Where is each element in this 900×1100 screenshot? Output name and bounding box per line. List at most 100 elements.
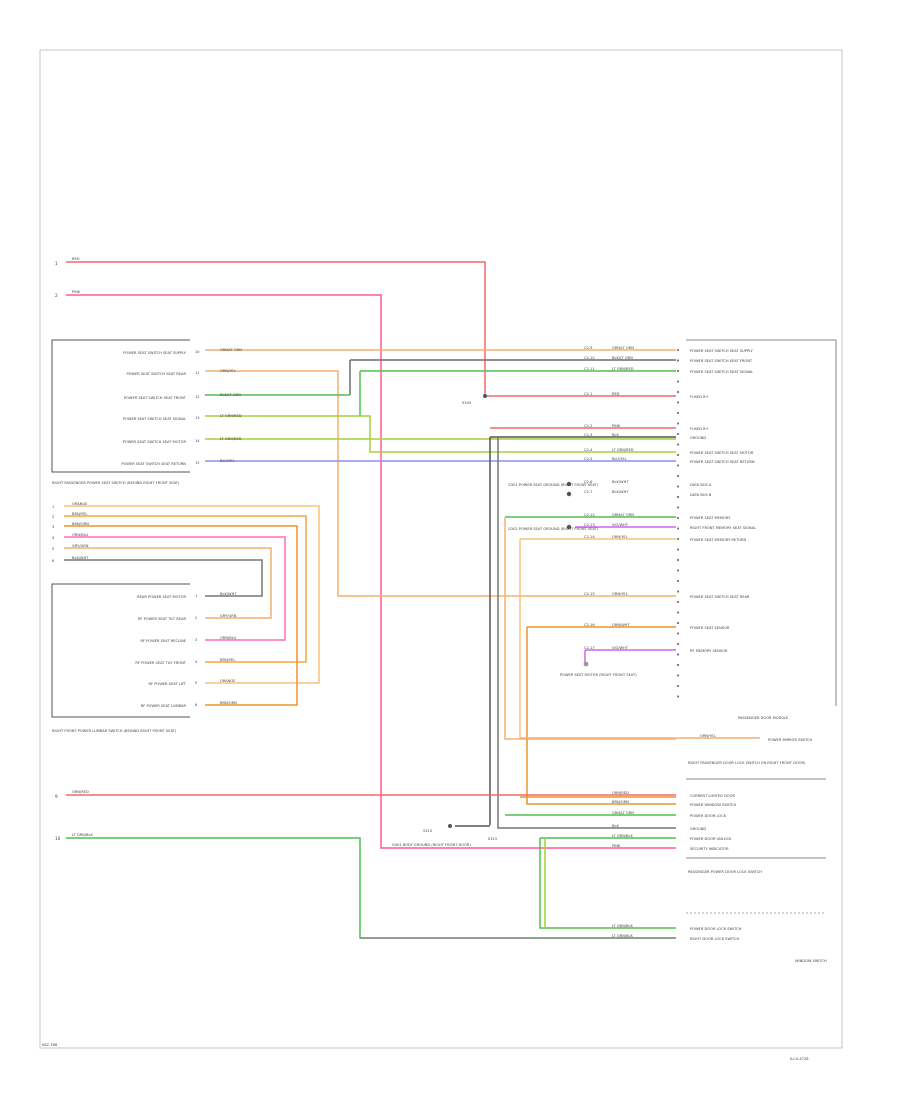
lumbar-pin: 2 — [195, 616, 197, 620]
door-lock-caption: RIGHT PASSENGER DOOR LOCK SWITCH (IN RIG… — [688, 761, 806, 765]
module-cavity: C2-13 — [584, 523, 595, 527]
door-lock-label: GROUND — [690, 827, 706, 831]
harness-b-wire: BRN/YEL — [72, 512, 87, 516]
splice-dot — [566, 524, 572, 530]
module-pin-dot — [676, 611, 680, 614]
module-cavity: C2-12 — [584, 513, 595, 517]
door-lock-wire: PINK — [612, 844, 621, 848]
harness-b-pin: 6 — [52, 559, 55, 563]
seat-switch-pin: 13 — [195, 416, 200, 420]
right-module-box — [686, 339, 837, 706]
splice-dot — [448, 824, 452, 828]
module-pin-dot — [676, 495, 680, 499]
module-wire: GRN/LT GRN — [612, 346, 634, 350]
module-pin-dot — [676, 390, 680, 394]
right-module-caption: PASSENGER DOOR MODULE — [738, 716, 789, 720]
window-wire: LT GRN/BLK — [612, 934, 633, 938]
module-pin-dot — [676, 464, 680, 467]
splice-dot — [483, 394, 487, 398]
lumbar-row-label: RF POWER SEAT LUMBAR — [141, 704, 187, 708]
seat-switch-wire: GRN/LT GRN — [220, 348, 242, 352]
seat-switch-pin: 15 — [195, 461, 200, 465]
lumbar-wire: BLK/WHT — [220, 592, 237, 596]
lumbar-pin: 4 — [195, 660, 198, 664]
door-lock-label: POWER DOOR UNLOCK — [690, 837, 732, 841]
door-lock-wire: GRN/LT GRN — [612, 811, 634, 815]
window-wire: LT GRN/BLK — [612, 924, 633, 928]
lumbar-row-label: RF POWER SEAT LIFT — [149, 682, 187, 686]
wire-b-6 — [64, 559, 263, 597]
module-row-label: POWER SEAT SENSOR — [690, 626, 730, 630]
seat-switch-wire: LT GRN/RED — [220, 414, 242, 418]
module-wire: RED — [612, 392, 620, 396]
left-pin-9: 9 — [55, 794, 58, 799]
module-pin-dots — [676, 348, 680, 698]
door-lock-wire: BLK — [612, 824, 619, 828]
wire-seat-2 — [205, 370, 676, 597]
splice-dot — [566, 481, 572, 487]
seat-switch-caption: RIGHT PASSENGER POWER SEAT SWITCH (BEHIN… — [52, 481, 180, 485]
module-pin-dot — [676, 569, 680, 572]
seat-switch-wire: ORN/YEL — [220, 369, 236, 373]
door-lock-wire: BRN/ORN — [612, 800, 629, 804]
door-lock-label: CURRENT LIMITED DOOR — [690, 794, 735, 798]
module-wire: ORN/YEL — [612, 592, 628, 596]
harness-b-pin: 5 — [52, 547, 54, 551]
module-pin-dot — [676, 653, 680, 656]
module-pin-dot — [676, 380, 680, 383]
module-pin-dot — [676, 558, 680, 562]
seat-switch-wire: BLU/YEL — [220, 459, 235, 463]
module-row-label: POWER SEAT SWITCH SEAT SIGNAL — [690, 370, 753, 374]
module-cavity: C2-7 — [584, 490, 592, 494]
seat-switch-pin: 12 — [195, 395, 200, 399]
module-pin-dot — [676, 453, 680, 457]
module-row-label: POWER SEAT SWITCH SEAT RETURN — [690, 460, 755, 464]
module-wire: LT GRN/RED — [612, 448, 634, 452]
lumbar-row-label: RF POWER SEAT TILT FRONT — [135, 661, 186, 665]
module-wire: BLU/YEL — [612, 457, 627, 461]
module-row-label: POWER SEAT SWITCH SEAT REAR — [690, 595, 750, 599]
module-pin-dot — [676, 695, 680, 698]
wire-label-pink: PINK — [72, 290, 81, 294]
lumbar-wire: ORANGE — [220, 679, 236, 683]
ground-label-a: G301 POWER SEAT GROUND (RIGHT FRONT SEAT… — [508, 483, 599, 487]
module-cavity: C2-1 — [584, 392, 592, 396]
module-pin-dot — [676, 432, 680, 436]
lumbar-row-label: REAR POWER SEAT MOTOR — [137, 595, 186, 599]
wire-right-orange2-v — [526, 627, 676, 805]
wire-c-3-v — [539, 838, 676, 929]
harness-b-pin: 1 — [52, 505, 54, 509]
wire-c-2 — [66, 837, 676, 939]
lumbar-row-label: RF POWER SEAT RECLINE — [140, 639, 186, 643]
seat-switch-pin: 14 — [195, 439, 200, 443]
door-lock-wire: ORN/RED — [612, 791, 629, 795]
door-lock-label: SECURITY INDICATOR — [690, 847, 729, 851]
mirror-wire-label: ORN/YEL — [700, 734, 716, 738]
module-row-label: FUSED B+ — [690, 395, 709, 399]
wire-b-5 — [64, 547, 272, 619]
mirror-caption: POWER MIRROR SWITCH — [768, 738, 812, 742]
wires — [64, 261, 760, 939]
module-pin-dot — [676, 632, 680, 635]
seat-switch-row-label: POWER SEAT SWITCH SEAT SUPPLY — [123, 351, 187, 355]
wire-label-orn-red: ORN/RED — [72, 790, 89, 794]
module-wire: BLK — [612, 433, 619, 437]
harness-b-pin: 4 — [52, 536, 55, 540]
module-cavity: C2-2 — [584, 424, 592, 428]
lumbar-wire: ORN/BLU — [220, 636, 237, 640]
module-cavity: C2-14 — [584, 535, 595, 539]
door-lock-label: POWER WINDOW SWITCH — [690, 803, 736, 807]
module-pin-dot — [676, 548, 680, 551]
module-pin-dot — [676, 359, 680, 362]
module-pin-dot — [676, 443, 680, 446]
lumbar-row-label: RF POWER SEAT TILT REAR — [138, 617, 187, 621]
module-pin-dot — [676, 674, 680, 677]
module-wire: BLK/WHT — [612, 490, 629, 494]
module-pin-dot — [676, 579, 680, 583]
module-row-label: POWER SEAT MEMORY — [690, 516, 731, 520]
door-lock-label: POWER DOOR LOCK — [690, 814, 727, 818]
wire-red-main — [66, 261, 676, 397]
seat-switch-row-label: POWER SEAT SWITCH SEAT MOTOR — [123, 440, 187, 444]
module-wire: PINK — [612, 424, 621, 428]
module-pin-dot — [676, 590, 680, 593]
